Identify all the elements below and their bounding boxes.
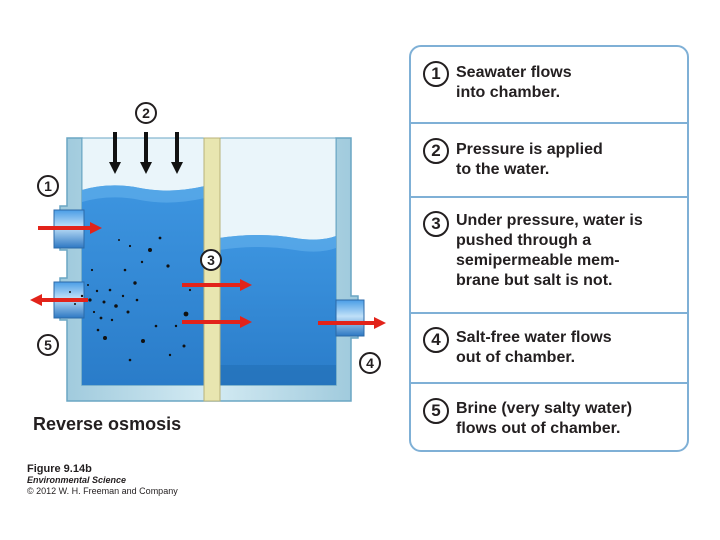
callout-3: 3 <box>200 249 222 271</box>
step-text: Under pressure, water is pushed through … <box>456 212 643 289</box>
step-number: 4 <box>423 327 449 353</box>
callout-1: 1 <box>37 175 59 197</box>
salt-particles <box>69 236 192 362</box>
step-4: 4 Salt-free water flows out of chamber. <box>411 312 687 382</box>
step-number: 5 <box>423 398 449 424</box>
steps-panel: 1 Seawater flows into chamber. 2 Pressur… <box>409 45 689 452</box>
step-1: 1 Seawater flows into chamber. <box>411 47 687 122</box>
step-number: 2 <box>423 138 449 164</box>
flow-arrows <box>30 222 386 329</box>
freshwater-chamber <box>219 235 336 385</box>
seawater-chamber <box>82 185 205 385</box>
step-2: 2 Pressure is applied to the water. <box>411 122 687 196</box>
step-text: Pressure is applied to the water. <box>456 141 603 178</box>
step-3: 3 Under pressure, water is pushed throug… <box>411 196 687 312</box>
diagram-title: Reverse osmosis <box>33 414 182 434</box>
reverse-osmosis-diagram <box>30 132 386 402</box>
copyright-line: © 2012 W. H. Freeman and Company <box>27 486 178 496</box>
step-text: Salt-free water flows out of chamber. <box>456 329 612 366</box>
callout-4: 4 <box>359 352 381 374</box>
step-number: 3 <box>423 211 449 237</box>
step-5: 5 Brine (very salty water) flows out of … <box>411 382 687 450</box>
figure-credit: Figure 9.14b Environmental Science © 201… <box>27 464 178 497</box>
pressure-arrows <box>109 132 183 174</box>
freshwater-outlet-pipe <box>335 299 365 337</box>
step-text: Brine (very salty water) flows out of ch… <box>456 400 633 437</box>
step-text: Seawater flows into chamber. <box>456 64 572 101</box>
callout-5: 5 <box>37 334 59 356</box>
step-number: 1 <box>423 61 449 87</box>
book-title: Environmental Science <box>27 475 127 485</box>
figure-number: Figure 9.14b <box>27 463 92 475</box>
callout-2: 2 <box>135 102 157 124</box>
